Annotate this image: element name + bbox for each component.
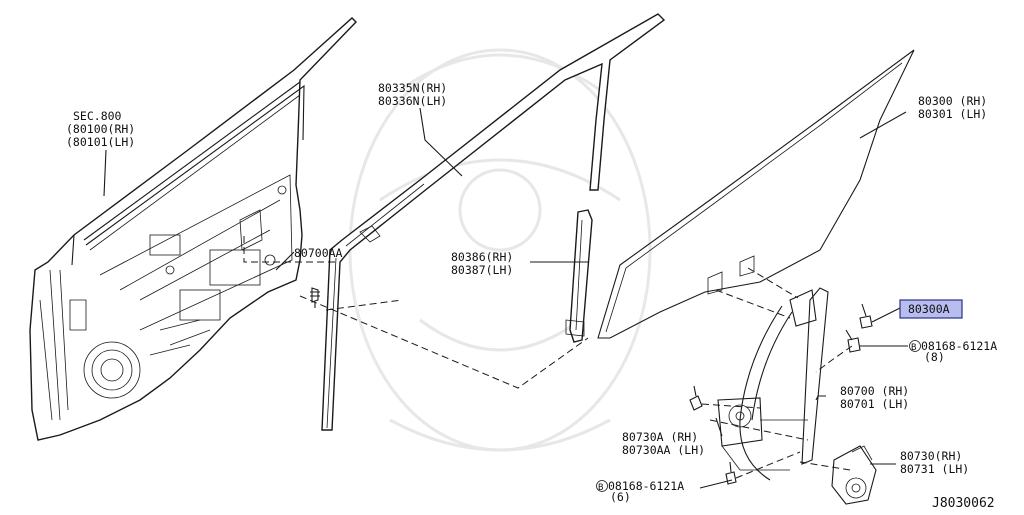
callout-glass: 80300 (RH) 80301 (LH) bbox=[918, 94, 987, 121]
assembly-guide-lines bbox=[243, 236, 853, 479]
callout-glass-bolt[interactable]: 80300A bbox=[899, 299, 963, 319]
callout-door-line-2: (80100(RH) bbox=[66, 122, 135, 136]
callout-rear-sash-line-1: 80335N(RH) bbox=[378, 81, 447, 95]
callout-front-sash: 80386(RH) 80387(LH) bbox=[451, 250, 513, 277]
regulator-bolt-80730a[interactable] bbox=[689, 385, 703, 411]
window-regulator[interactable] bbox=[717, 287, 829, 481]
door-shell[interactable] bbox=[29, 17, 357, 441]
callout-regulator: 80700 (RH) 80701 (LH) bbox=[840, 384, 909, 411]
callout-glass-bolt-line-1[interactable]: 80300A bbox=[908, 302, 950, 316]
clip-part[interactable] bbox=[310, 287, 320, 308]
leader-lines bbox=[103, 107, 908, 489]
callout-regulator-line-1: 80700 (RH) bbox=[840, 384, 909, 398]
callout-bolt-lower: B 08168-6121A (6) bbox=[596, 479, 684, 504]
callout-bolt-upper-line-2: (8) bbox=[924, 350, 945, 364]
bolt-symbol-circle bbox=[596, 480, 608, 492]
callout-bolt-upper-line-1: 08168-6121A bbox=[921, 339, 997, 353]
callout-glass-line-1: 80300 (RH) bbox=[918, 94, 987, 108]
regulator-motor[interactable] bbox=[831, 445, 877, 505]
callout-rear-sash: 80335N(RH) 80336N(LH) bbox=[378, 81, 447, 108]
callout-motor-line-2: 80731 (LH) bbox=[900, 462, 969, 476]
door-glass[interactable] bbox=[597, 49, 915, 339]
rear-sash[interactable] bbox=[321, 13, 666, 431]
diagram-id: J8030062 bbox=[932, 496, 995, 511]
callout-motor-line-1: 80730(RH) bbox=[900, 449, 962, 463]
callout-bolt-upper-symbol: B bbox=[911, 343, 916, 353]
callout-rear-sash-line-2: 80336N(LH) bbox=[378, 94, 447, 108]
callout-bolt-upper: B 08168-6121A (8) bbox=[909, 339, 997, 364]
callout-door-line-3: (80101(LH) bbox=[66, 135, 135, 149]
callout-glass-line-2: 80301 (LH) bbox=[918, 107, 987, 121]
callout-regulator-line-2: 80701 (LH) bbox=[840, 397, 909, 411]
front-sash[interactable] bbox=[565, 209, 593, 343]
callout-bolt-lower-symbol: B bbox=[598, 483, 603, 493]
callout-front-sash-line-1: 80386(RH) bbox=[451, 250, 513, 264]
callout-regulator-bolt-line-2: 80730AA (LH) bbox=[622, 443, 705, 457]
callout-front-sash-line-2: 80387(LH) bbox=[451, 263, 513, 277]
callout-door: SEC.800 (80100(RH) (80101(LH) bbox=[66, 109, 135, 149]
callout-regulator-bolt-line-1: 80730A (RH) bbox=[622, 430, 698, 444]
callout-clip-line-1: 80700AA bbox=[294, 246, 343, 260]
callout-bolt-lower-line-1: 08168-6121A bbox=[608, 479, 684, 493]
glass-bolt[interactable] bbox=[859, 303, 873, 329]
part-number-highlight bbox=[899, 299, 963, 319]
bolt-symbol-circle bbox=[909, 340, 921, 352]
callout-door-line-1: SEC.800 bbox=[73, 109, 122, 123]
callout-clip: 80700AA bbox=[294, 246, 343, 260]
callout-bolt-lower-line-2: (6) bbox=[610, 490, 631, 504]
callout-regulator-bolt: 80730A (RH) 80730AA (LH) bbox=[622, 430, 705, 457]
callout-motor: 80730(RH) 80731 (LH) bbox=[900, 449, 969, 476]
